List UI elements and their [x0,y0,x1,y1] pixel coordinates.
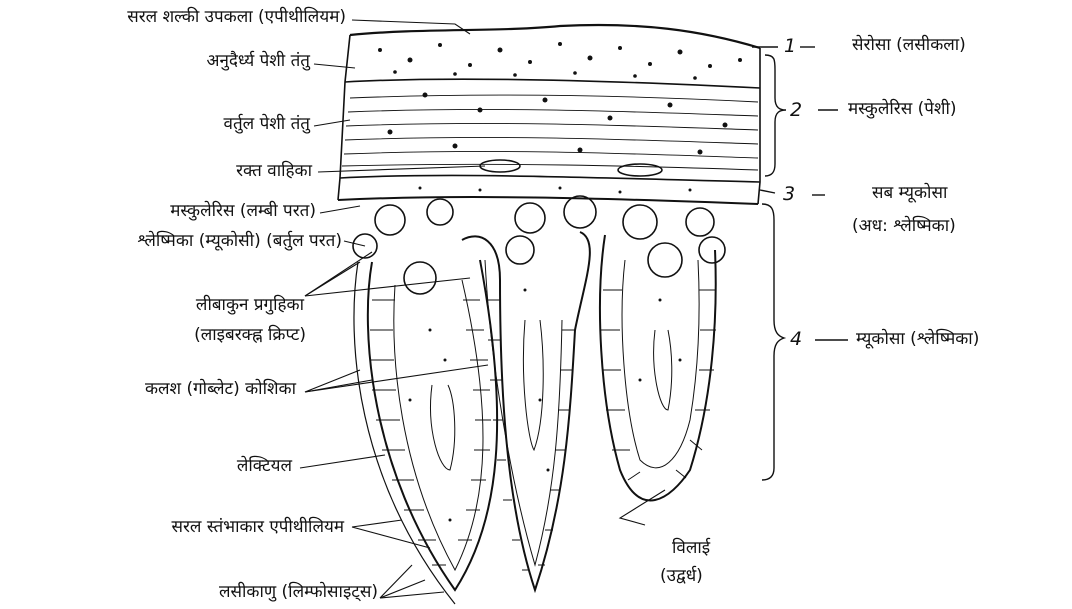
crypt-circle [648,243,682,277]
crypt-circle [515,203,545,233]
label-simple-squamous-epithelium: सरल शल्की उपकला (एपीथीलियम) [127,9,346,26]
submucosa-mucosa-boundary [338,197,758,204]
lacteal-left [431,385,455,470]
layer-number-3: 3 [783,185,795,204]
label-muscularis: मस्कुलेरिस (पेशी) [848,101,957,118]
label-lacteal: लेक्टियल [237,458,292,475]
label-mucosa-circular: श्लेष्मिका (म्यूकोसी) (बर्तुल परत) [137,233,342,250]
label-muscularis-longitudinal: मस्कुलेरिस (लम्बी परत) [170,203,316,220]
brace-muscularis [765,55,786,176]
crypt-circle [427,199,453,225]
label-simple-columnar: सरल स्तंभाकार एपीथीलियम [171,519,344,536]
crypt-circle [375,205,405,235]
label-villi-line1: विलाई [672,540,710,557]
label-crypt-line2: (लाइबरक्ह्न क्रिप्ट) [194,327,306,344]
label-lymphocytes: लसीकाणु (लिम्फोसाइट्स) [219,584,378,601]
crypt-circle [686,208,714,236]
muscle-submucosa-boundary [340,175,760,182]
crypt-circle [506,236,534,264]
label-villi-line2: (उद्वर्ध) [660,568,703,585]
label-crypt-line1: लीबाकुन प्रगुहिका [196,297,304,314]
serosa-edge [350,25,760,48]
crypt-circle [404,262,436,294]
label-submucosa-line1: सब म्यूकोसा [872,185,947,202]
lacteal-middle [523,320,543,450]
blood-vessel-right [618,164,662,176]
crypt-circle [564,196,596,228]
label-circular-muscle: वर्तुल पेशी तंतु [224,116,310,133]
lacteal-right [654,330,672,410]
serosa-muscle-boundary [345,79,760,88]
layer-number-2: 2 [790,101,802,120]
crypt-circle [699,237,725,263]
layer-number-4: 4 [790,330,802,349]
label-goblet-cell: कलश (गोब्लेट) कोशिका [145,381,296,398]
label-serosa: सेरोसा (लसीकला) [852,37,966,54]
label-longitudinal-muscle: अनुदैर्ध्य पेशी तंतु [206,53,310,70]
label-mucosa: म्यूकोसा (श्लेष्मिका) [856,331,979,348]
layer-number-1: 1 [784,37,796,56]
brace-mucosa [762,204,784,480]
label-submucosa-line2: (अध: श्लेष्मिका) [852,218,956,235]
crypt-circle [623,205,657,239]
blood-vessel-left [480,160,520,172]
label-blood-vessel: रक्त वाहिका [236,163,312,180]
